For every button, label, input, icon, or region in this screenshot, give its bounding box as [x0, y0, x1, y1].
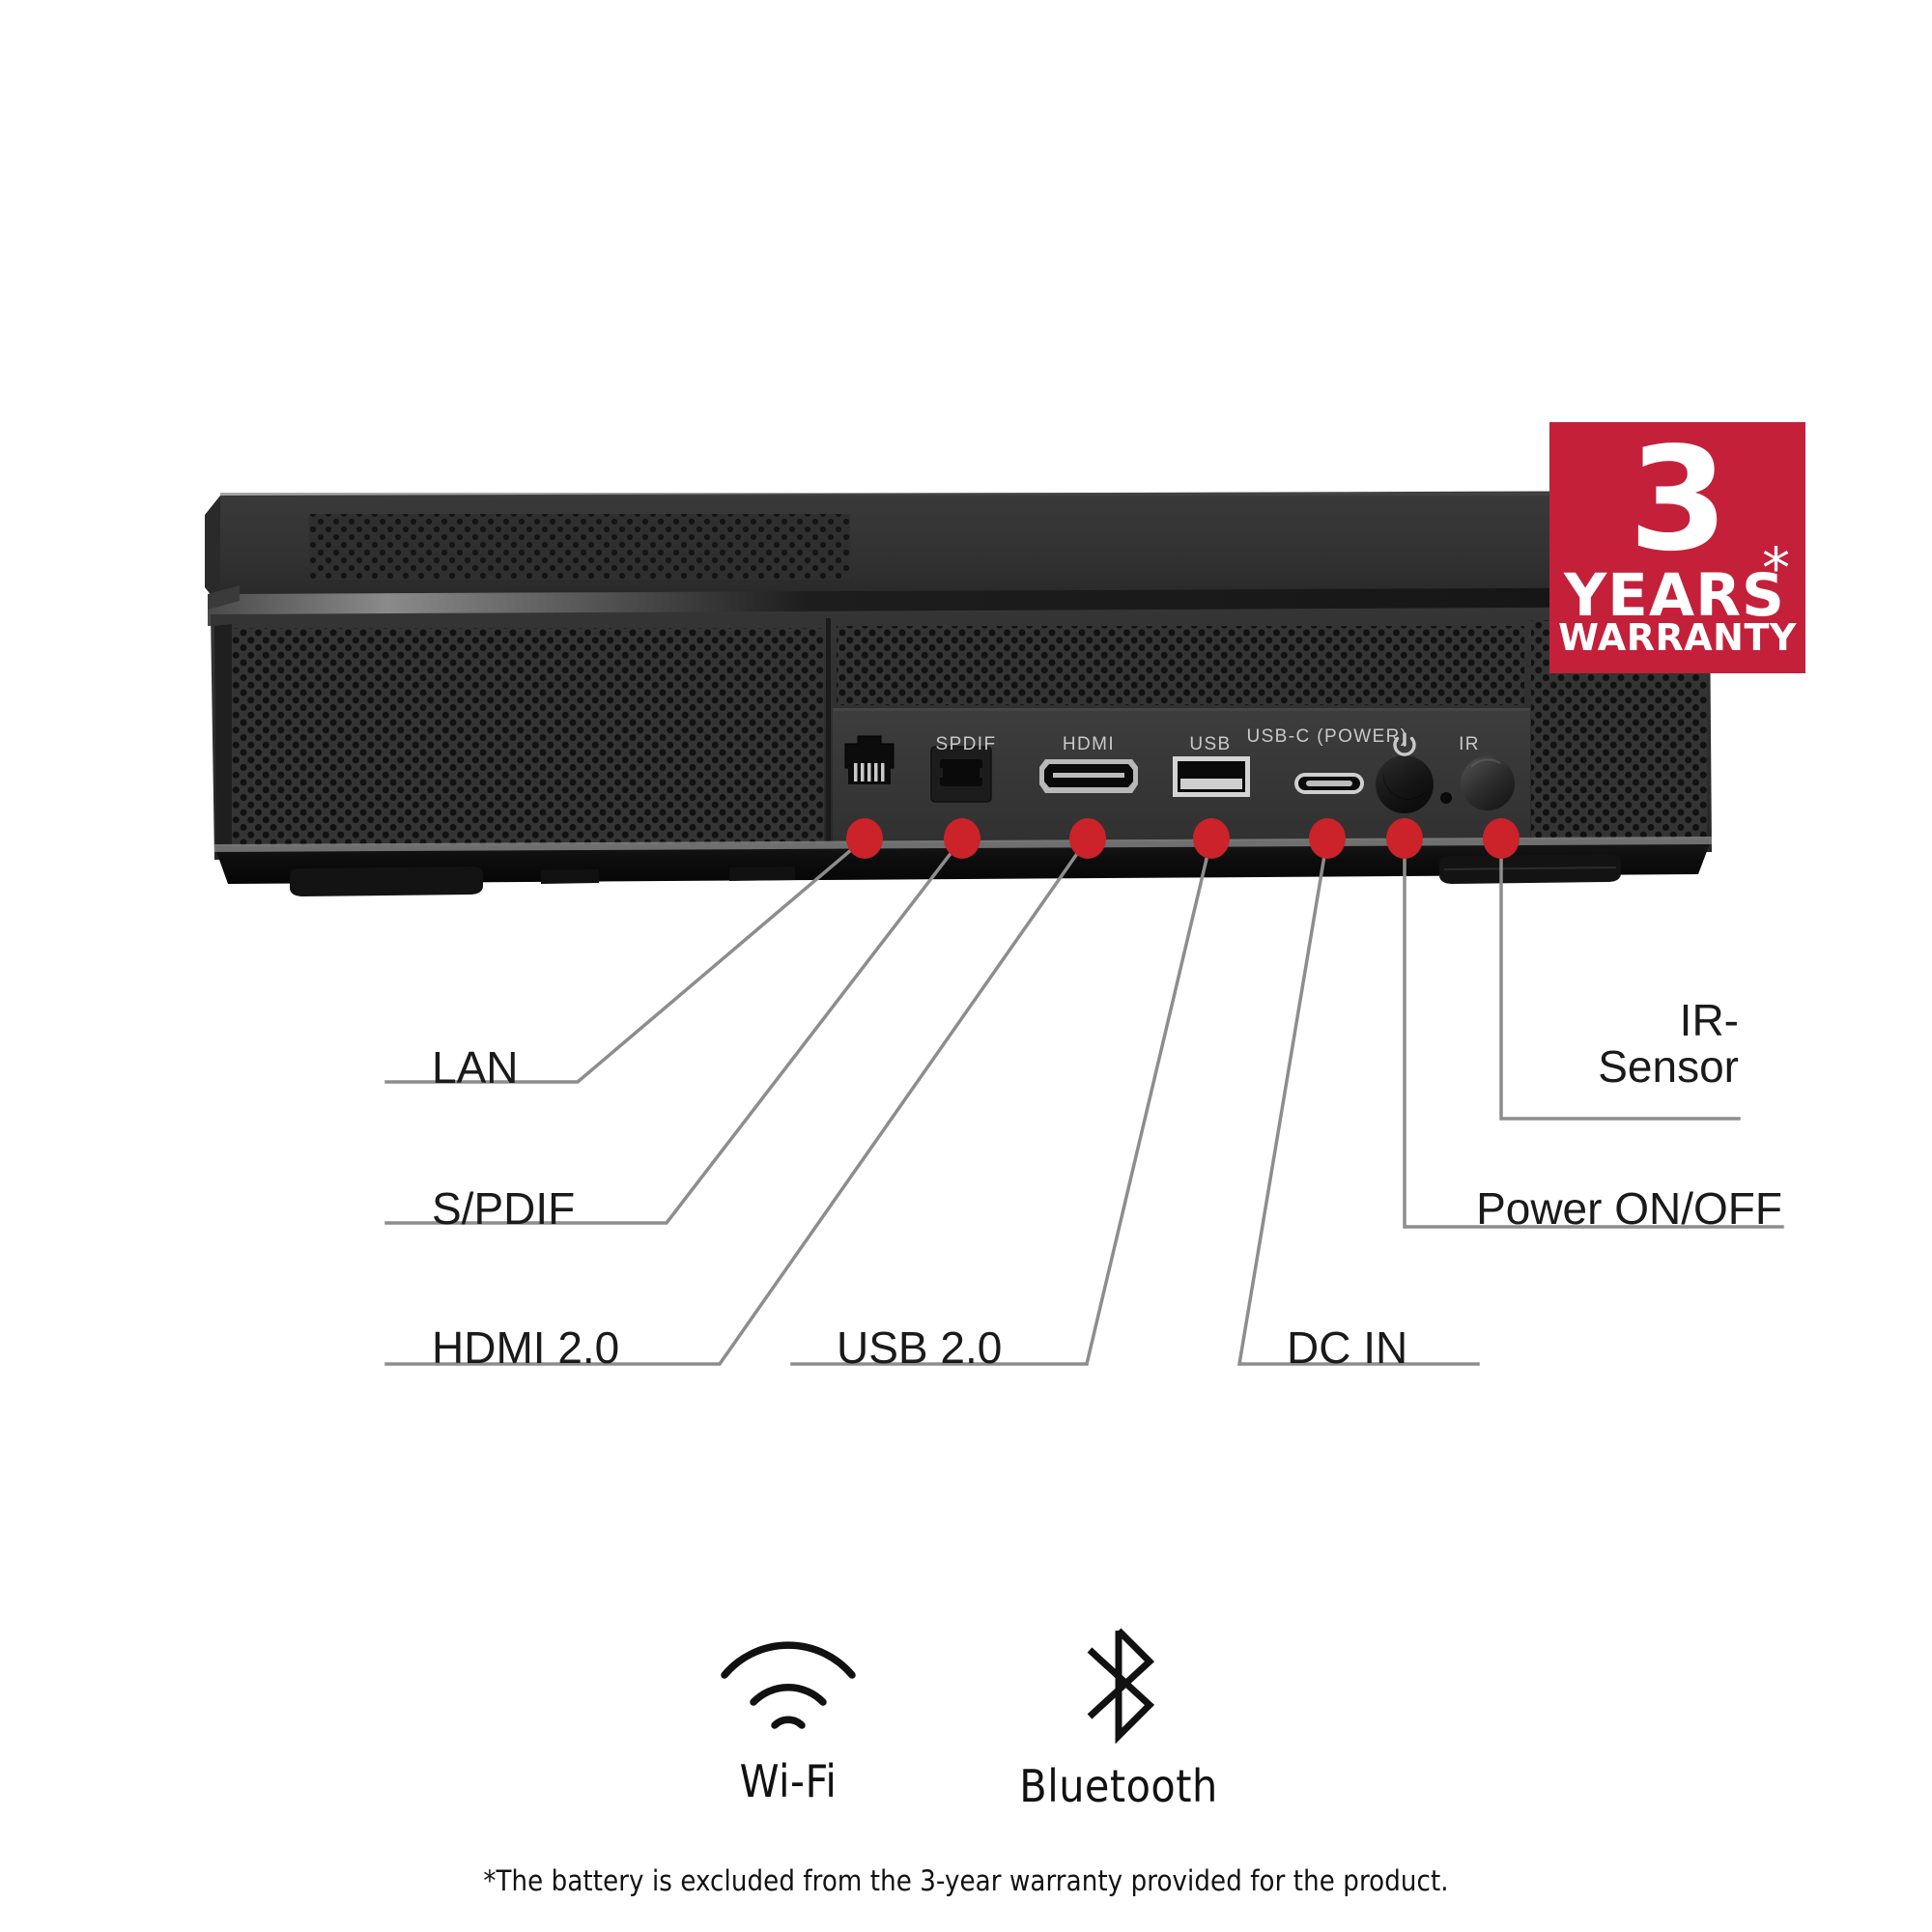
- port-label-ir: IR: [1459, 734, 1480, 754]
- port-label-hdmi: HDMI: [1062, 734, 1116, 754]
- connectivity-bluetooth: Bluetooth: [993, 1623, 1244, 1812]
- port-label-usbc: USB-C: [1246, 726, 1311, 747]
- power-symbol-icon: [1393, 732, 1416, 756]
- port-label-usbc-group: USB-C (POWER): [1246, 726, 1407, 748]
- warranty-number: 3: [1629, 422, 1728, 582]
- callout-label-spdif: S/PDIF: [432, 1183, 576, 1234]
- wifi-icon: [721, 1641, 856, 1729]
- connectivity-wifi: Wi-Fi: [692, 1633, 885, 1807]
- callout-label-hdmi: HDMI 2.0: [432, 1322, 620, 1373]
- callout-label-dcin: DC IN: [1287, 1322, 1408, 1373]
- callout-dot-irsensor[interactable]: [1483, 818, 1520, 859]
- callout-label-usb: USB 2.0: [837, 1322, 1003, 1373]
- port-label-usbc-sub: (POWER): [1317, 726, 1408, 747]
- warranty-badge: 3 * YEARS WARRANTY: [1549, 422, 1805, 673]
- callout-label-power: Power ON/OFF: [1476, 1183, 1782, 1234]
- callout-label-lan: LAN: [432, 1042, 519, 1093]
- callout-dot-lan[interactable]: [846, 818, 883, 859]
- callout-dot-spdif[interactable]: [944, 818, 980, 859]
- warranty-years: YEARS: [1564, 561, 1785, 630]
- callout-dot-hdmi[interactable]: [1069, 818, 1106, 859]
- port-label-spdif: SPDIF: [935, 734, 997, 754]
- callout-dot-usb[interactable]: [1193, 818, 1230, 859]
- connectivity-label-wifi: Wi-Fi: [739, 1755, 838, 1807]
- callout-dot-power[interactable]: [1386, 818, 1423, 859]
- warranty-word: WARRANTY: [1558, 616, 1797, 659]
- bluetooth-icon: [1087, 1628, 1155, 1745]
- callout-dot-dcin[interactable]: [1309, 818, 1346, 859]
- warranty-asterisk: *: [1762, 535, 1790, 601]
- callout-label-irsensor: IR- Sensor: [1598, 995, 1739, 1092]
- connectivity-label-bluetooth: Bluetooth: [1019, 1760, 1218, 1812]
- footnote-text: *The battery is excluded from the 3-year…: [483, 1864, 1449, 1897]
- port-label-usb: USB: [1189, 734, 1232, 754]
